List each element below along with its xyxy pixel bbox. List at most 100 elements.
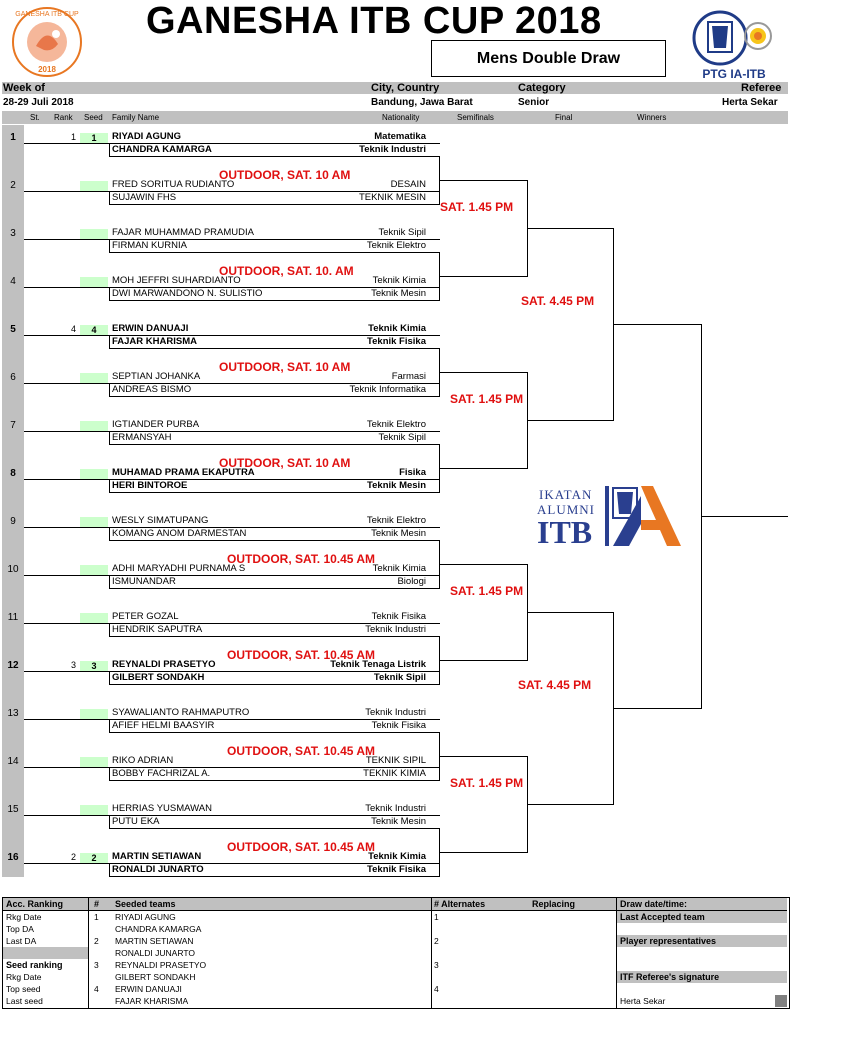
name-divider — [109, 624, 110, 636]
seed-ranking-label: Seed ranking — [6, 960, 63, 970]
seed-number: 4 — [94, 984, 99, 994]
col-semifinals: Semifinals — [457, 113, 494, 122]
connector-r2 — [527, 756, 528, 853]
player-name: ADHI MARYADHI PURNAMA S — [112, 563, 246, 574]
col-winners: Winners — [637, 113, 667, 122]
nationality: Fisika — [399, 467, 426, 478]
schedule-r2: SAT. 1.45 PM — [440, 200, 514, 214]
replacing-header: Replacing — [532, 899, 576, 909]
player-name: REYNALDI PRASETYO — [112, 659, 216, 670]
seed-hash-header: # — [94, 899, 100, 909]
connector-r1 — [439, 252, 440, 301]
left-label-top-da: Top DA — [6, 924, 34, 934]
position-number: 3 — [10, 228, 16, 239]
position-number: 13 — [7, 708, 19, 719]
schedule-r1: OUTDOOR, SAT. 10. AM — [219, 264, 354, 278]
connector-r2 — [527, 180, 528, 277]
footer-table: Acc. Ranking # Seeded teams # Alternates… — [2, 897, 790, 1009]
partner-nationality: Teknik Fisika — [371, 720, 426, 731]
alternate-number: 2 — [434, 936, 439, 946]
header-bar-1 — [2, 82, 788, 94]
partner-nationality: Teknik Industri — [365, 624, 426, 635]
bracket-line-r3 — [528, 804, 614, 805]
position-number: 16 — [7, 852, 19, 863]
bracket-line-r1 — [109, 204, 440, 205]
nationality: Teknik Sipil — [378, 227, 426, 238]
left-label2-last-seed: Last seed — [6, 996, 43, 1006]
name-divider — [109, 240, 110, 252]
partner-name: DWI MARWANDONO N. SULISTIO — [112, 288, 263, 299]
last-accepted-label: Last Accepted team — [620, 912, 705, 922]
seed-number: 3 — [94, 960, 99, 970]
bracket-line-r2 — [440, 276, 527, 277]
draw-datetime-header: Draw date/time: — [620, 899, 688, 909]
player-name: ERWIN DANUAJI — [112, 323, 189, 334]
seeded-partner: CHANDRA KAMARGA — [115, 924, 202, 934]
rank-value: 3 — [70, 660, 76, 670]
bracket-line-r1 — [109, 876, 440, 877]
city-value: Bandung, Jawa Barat — [371, 97, 473, 108]
partner-name: GILBERT SONDAKH — [112, 672, 205, 683]
referee-value: Herta Sekar — [722, 97, 778, 108]
col-seed: Seed — [84, 113, 103, 122]
left-label2-top-seed: Top seed — [6, 984, 41, 994]
bracket-line-r3 — [528, 420, 614, 421]
rank-value: 1 — [70, 132, 76, 142]
player-name: SEPTIAN JOHANKA — [112, 371, 201, 382]
bracket-line-r1 — [109, 540, 440, 541]
partner-name: RONALDI JUNARTO — [112, 864, 204, 875]
bracket-line-r1 — [109, 732, 440, 733]
bracket-line-r3 — [528, 228, 614, 229]
seed-number: 2 — [94, 936, 99, 946]
signature-box — [775, 995, 787, 1007]
entry-divider — [24, 431, 440, 432]
footer-divider-2 — [431, 898, 432, 1008]
position-number: 1 — [10, 132, 16, 143]
bracket-line-r4 — [614, 324, 702, 325]
partner-nationality: TEKNIK KIMIA — [363, 768, 426, 779]
seed-cell — [80, 277, 108, 287]
bracket-line-r1 — [109, 348, 440, 349]
name-divider — [109, 144, 110, 156]
partner-nationality: Teknik Fisika — [367, 336, 426, 347]
nationality: DESAIN — [390, 179, 426, 190]
partner-nationality: Teknik Mesin — [371, 288, 426, 299]
entry-divider — [24, 143, 440, 144]
entry-divider — [24, 383, 440, 384]
ikatan-alumni-itb-logo: IKATAN ALUMNI ITB — [533, 484, 683, 550]
seed-cell: 3 — [80, 661, 108, 671]
partner-name: FIRMAN KURNIA — [112, 240, 187, 251]
seed-cell — [80, 421, 108, 431]
partner-name: BOBBY FACHRIZAL A. — [112, 768, 211, 779]
entry-divider — [24, 671, 440, 672]
seeded-partner: FAJAR KHARISMA — [115, 996, 189, 1006]
referee-signature: Herta Sekar — [620, 996, 666, 1006]
entry-divider — [24, 623, 440, 624]
seeded-partner: GILBERT SONDAKH — [115, 972, 196, 982]
position-number: 8 — [10, 468, 16, 479]
schedule-r2: SAT. 1.45 PM — [450, 584, 524, 598]
acc-ranking-header: Acc. Ranking — [6, 899, 64, 909]
player-name: MOH JEFFRI SUHARDIANTO — [112, 275, 241, 286]
bracket-line-r1 — [109, 588, 440, 589]
schedule-r1: OUTDOOR, SAT. 10.45 AM — [227, 744, 376, 758]
category-label: Category — [518, 82, 566, 94]
partner-nationality: Teknik Sipil — [378, 432, 426, 443]
entry-divider — [24, 335, 440, 336]
bracket-line-r1 — [109, 156, 440, 157]
alternate-number: 4 — [434, 984, 439, 994]
nationality: Teknik Industri — [365, 707, 426, 718]
name-divider — [109, 864, 110, 876]
left-label-rkg-date: Rkg Date — [6, 912, 42, 922]
nationality: Teknik Kimia — [368, 323, 426, 334]
name-divider — [109, 288, 110, 300]
logo-left-text: GANESHA ITB CUP — [15, 11, 79, 18]
connector-r1 — [439, 540, 440, 589]
partner-name: AFIEF HELMI BAASYIR — [112, 720, 215, 731]
player-reps-bar — [617, 935, 787, 947]
entry-divider — [24, 815, 440, 816]
seed-cell — [80, 229, 108, 239]
nationality: TEKNIK SIPIL — [365, 755, 426, 766]
partner-nationality: Teknik Sipil — [373, 672, 426, 683]
left-label-last-da: Last DA — [6, 936, 37, 946]
